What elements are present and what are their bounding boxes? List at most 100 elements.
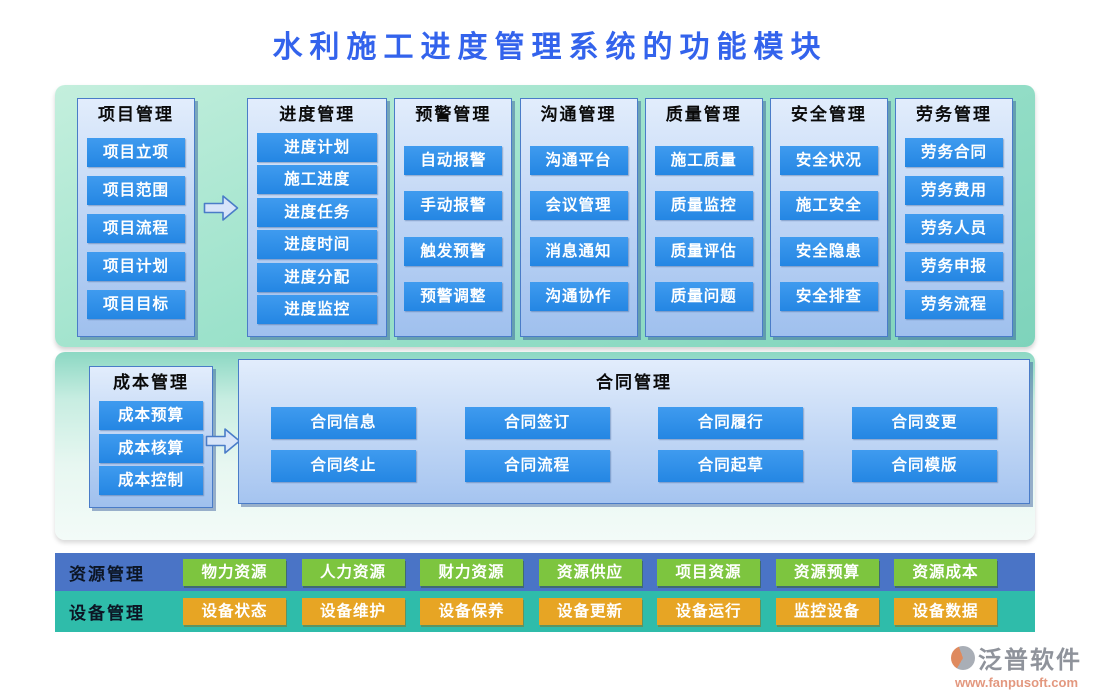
module-item-button[interactable]: 项目范围 <box>87 176 185 205</box>
cost-items: 成本预算成本核算成本控制 <box>90 397 212 507</box>
contract-item-button[interactable]: 合同签订 <box>464 407 610 439</box>
project-to-progress-arrow <box>202 98 240 337</box>
module-item-button[interactable]: 施工进度 <box>257 165 378 195</box>
module-item-button[interactable]: 会议管理 <box>529 191 628 221</box>
module-panel: 劳务管理劳务合同劳务费用劳务人员劳务申报劳务流程 <box>894 98 1013 337</box>
contract-grid: 合同信息 合同签订 合同履行 合同变更合同终止 合同流程 合同起草 合同模版 <box>239 407 1029 482</box>
module-item-button[interactable]: 安全隐患 <box>779 236 878 266</box>
contract-item-button[interactable]: 合同履行 <box>658 407 804 439</box>
module-item-button[interactable]: 劳务人员 <box>904 214 1003 243</box>
module-panel: 质量管理施工质量质量监控质量评估质量问题 <box>644 98 763 337</box>
contract-item-button[interactable]: 合同流程 <box>464 450 610 482</box>
module-item-button[interactable]: 质量问题 <box>654 282 753 312</box>
module-items: 进度计划施工进度进度任务进度时间进度分配进度监控 <box>248 129 386 336</box>
equipment-band: 设备管理 设备状态设备维护设备保养设备更新设备运行监控设备设备数据 <box>55 591 1035 632</box>
cost-header: 成本管理 <box>113 373 189 392</box>
contract-item-button[interactable]: 合同起草 <box>658 450 804 482</box>
resource-item-button[interactable]: 人力资源 <box>301 558 405 586</box>
fanpu-logo-icon <box>951 645 975 670</box>
module-panel: 项目管理项目立项项目范围项目流程项目计划项目目标 <box>77 98 195 337</box>
resource-item-button[interactable]: 资源预算 <box>775 558 879 586</box>
brand-line: 泛普软件 <box>951 640 1082 675</box>
module-item-button[interactable]: 进度计划 <box>257 132 378 162</box>
modules-section: 项目管理项目立项项目范围项目流程项目计划项目目标 进度管理进度计划施工进度进度任… <box>55 85 1035 347</box>
equipment-item-button[interactable]: 设备状态 <box>183 598 286 625</box>
module-item-button[interactable]: 项目计划 <box>87 252 185 281</box>
module-item-button[interactable]: 劳务申报 <box>904 252 1003 281</box>
module-item-button[interactable]: 质量监控 <box>654 191 753 221</box>
module-item-button[interactable]: 手动报警 <box>404 191 503 221</box>
equipment-item-button[interactable]: 设备更新 <box>538 598 642 625</box>
module-header: 预警管理 <box>415 105 492 124</box>
module-item-button[interactable]: 项目立项 <box>87 138 185 167</box>
module-header: 项目管理 <box>98 105 174 124</box>
resource-band-items: 物力资源人力资源财力资源资源供应项目资源资源预算资源成本 <box>183 558 997 586</box>
contract-panel: 合同管理 合同信息 合同签订 合同履行 合同变更合同终止 合同流程 合同起草 合同模版 <box>238 359 1030 504</box>
resource-item-button[interactable]: 物力资源 <box>183 558 286 586</box>
module-item-button[interactable]: 进度监控 <box>257 295 378 325</box>
module-items: 安全状况施工安全安全隐患安全排查 <box>771 129 887 336</box>
module-item-button[interactable]: 进度时间 <box>257 230 378 260</box>
contract-item-button[interactable]: 合同终止 <box>271 450 416 482</box>
cost-item-button[interactable]: 成本核算 <box>99 433 203 463</box>
module-item-button[interactable]: 质量评估 <box>654 236 753 266</box>
module-item-button[interactable]: 项目目标 <box>87 290 185 319</box>
module-item-button[interactable]: 沟通协作 <box>529 282 628 312</box>
equipment-band-items: 设备状态设备维护设备保养设备更新设备运行监控设备设备数据 <box>183 598 997 625</box>
module-items: 项目立项项目范围项目流程项目计划项目目标 <box>78 129 194 336</box>
module-header: 质量管理 <box>665 105 742 124</box>
module-item-button[interactable]: 沟通平台 <box>529 145 628 175</box>
cost-panel: 成本管理 成本预算成本核算成本控制 <box>89 366 213 508</box>
resource-band: 资源管理 物力资源人力资源财力资源资源供应项目资源资源预算资源成本 <box>55 553 1035 591</box>
module-item-button[interactable]: 劳务合同 <box>904 138 1003 167</box>
equipment-band-label: 设备管理 <box>69 604 145 623</box>
module-item-button[interactable]: 劳务流程 <box>904 290 1003 319</box>
modules-row: 项目管理项目立项项目范围项目流程项目计划项目目标 进度管理进度计划施工进度进度任… <box>55 98 1035 337</box>
module-header: 劳务管理 <box>915 105 992 124</box>
module-item-button[interactable]: 安全排查 <box>779 282 878 312</box>
module-item-button[interactable]: 施工安全 <box>779 191 878 221</box>
module-panel: 沟通管理沟通平台会议管理消息通知沟通协作 <box>519 98 638 337</box>
module-header: 安全管理 <box>790 105 867 124</box>
module-item-button[interactable]: 施工质量 <box>654 145 753 175</box>
contract-header: 合同管理 <box>596 373 672 392</box>
module-panel: 安全管理安全状况施工安全安全隐患安全排查 <box>769 98 888 337</box>
equipment-item-button[interactable]: 设备维护 <box>301 598 405 625</box>
contract-item-button[interactable]: 合同模版 <box>851 450 997 482</box>
resource-item-button[interactable]: 财力资源 <box>420 558 523 586</box>
brand-name: 泛普软件 <box>978 647 1082 674</box>
module-item-button[interactable]: 安全状况 <box>779 145 878 175</box>
module-items: 沟通平台会议管理消息通知沟通协作 <box>521 129 637 336</box>
module-items: 自动报警手动报警触发预警预警调整 <box>395 129 511 336</box>
module-item-button[interactable]: 消息通知 <box>529 236 628 266</box>
module-header: 进度管理 <box>279 105 356 124</box>
cost-to-contract-arrow <box>205 426 241 461</box>
module-item-button[interactable]: 劳务费用 <box>904 176 1003 205</box>
contract-item-button[interactable]: 合同变更 <box>851 407 997 439</box>
equipment-item-button[interactable]: 设备数据 <box>894 598 997 625</box>
cost-item-button[interactable]: 成本预算 <box>99 400 203 430</box>
cost-contract-section: 成本管理 成本预算成本核算成本控制 合同管理 合同信息合同签订合同履行合同变更合… <box>55 352 1035 540</box>
module-item-button[interactable]: 进度分配 <box>257 262 378 292</box>
equipment-item-button[interactable]: 设备保养 <box>420 598 523 625</box>
equipment-item-button[interactable]: 设备运行 <box>657 598 760 625</box>
footer-brand: 泛普软件 www.fanpusoft.com <box>951 640 1082 690</box>
equipment-item-button[interactable]: 监控设备 <box>775 598 879 625</box>
module-header: 沟通管理 <box>540 105 617 124</box>
contract-item-button[interactable]: 合同信息 <box>271 407 416 439</box>
module-item-button[interactable]: 项目流程 <box>87 214 185 243</box>
resource-item-button[interactable]: 资源供应 <box>538 558 642 586</box>
module-items: 劳务合同劳务费用劳务人员劳务申报劳务流程 <box>896 129 1012 336</box>
flow-arrow-icon <box>203 195 239 221</box>
flow-arrow-icon <box>205 428 241 454</box>
resource-band-label: 资源管理 <box>69 564 145 584</box>
resource-item-button[interactable]: 资源成本 <box>894 558 997 586</box>
module-item-button[interactable]: 自动报警 <box>404 145 503 175</box>
module-item-button[interactable]: 进度任务 <box>257 197 378 227</box>
cost-item-button[interactable]: 成本控制 <box>99 466 203 496</box>
resource-item-button[interactable]: 项目资源 <box>657 558 760 586</box>
module-item-button[interactable]: 预警调整 <box>404 282 503 312</box>
module-item-button[interactable]: 触发预警 <box>404 236 503 266</box>
module-items: 施工质量质量监控质量评估质量问题 <box>646 129 762 336</box>
